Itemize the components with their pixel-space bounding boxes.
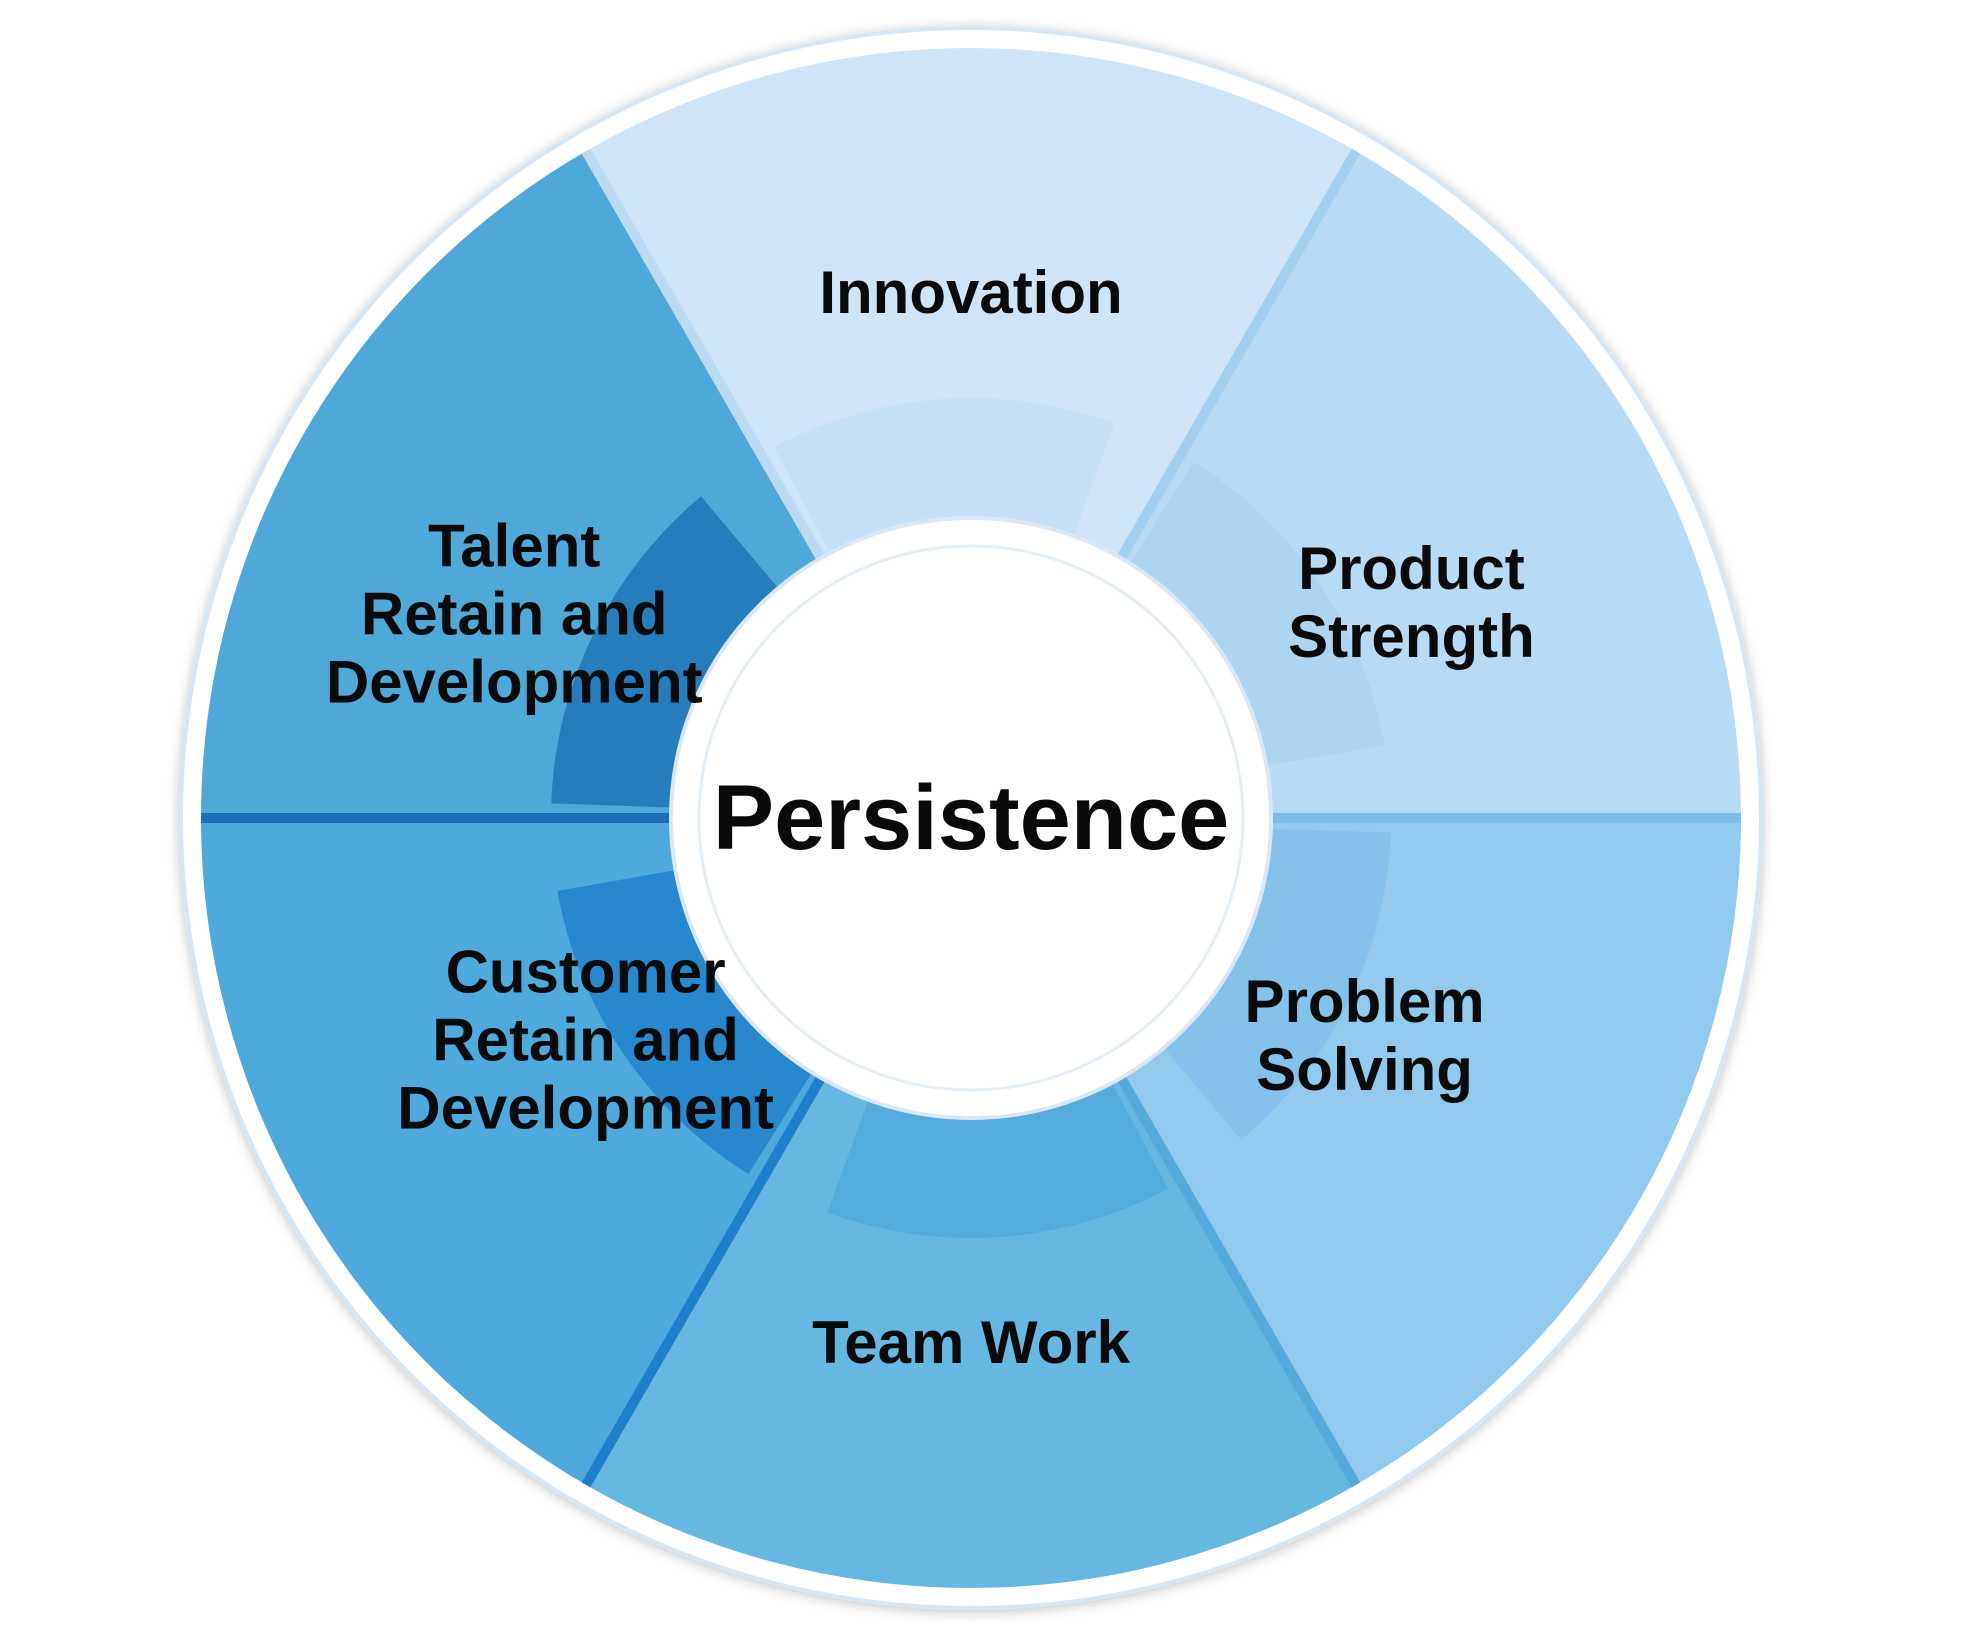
- segment-inner-shade-talent-retain: [551, 496, 779, 808]
- segment-innovation: [586, 47, 1356, 559]
- segment-inner-shade-team-work: [827, 1082, 1169, 1238]
- segment-label-line: Talent: [428, 513, 600, 580]
- segment-inner-shade-innovation: [773, 398, 1115, 554]
- segment-inner-shade-product-strength: [1129, 461, 1385, 766]
- center-circle: [669, 516, 1273, 1120]
- segment-inner-shade-problem-solving: [1163, 828, 1391, 1140]
- segment-label-line: Problem: [1245, 968, 1485, 1035]
- segment-label-team-work: Team Work: [812, 1309, 1131, 1376]
- center-label: Persistence: [713, 767, 1230, 869]
- segment-team-work: [586, 1077, 1356, 1588]
- segment-label-line: Solving: [1256, 1036, 1473, 1103]
- segment-label-line: Customer: [446, 939, 726, 1006]
- inner-shade-layer: [551, 398, 1391, 1238]
- center-inner-circle: [697, 544, 1245, 1092]
- segment-label-line: Team Work: [812, 1309, 1131, 1376]
- segment-divider-innovation: [581, 148, 826, 561]
- segment-label-line: Development: [397, 1075, 774, 1142]
- segment-label-line: Innovation: [819, 259, 1122, 326]
- segment-label-innovation: Innovation: [819, 259, 1122, 326]
- edge-layer: [201, 148, 1741, 1488]
- segment-divider-customer-retain: [581, 1075, 826, 1488]
- segment-label-line: Retain and: [361, 581, 668, 648]
- segment-divider-team-work: [1116, 1075, 1361, 1488]
- segment-label-line: Retain and: [432, 1007, 739, 1074]
- segment-label-line: Strength: [1288, 603, 1535, 670]
- segment-divider-product-strength: [1116, 148, 1361, 561]
- segment-inner-shade-customer-retain: [557, 870, 813, 1175]
- segment-label-line: Product: [1298, 535, 1525, 602]
- segment-label-line: Development: [326, 649, 703, 716]
